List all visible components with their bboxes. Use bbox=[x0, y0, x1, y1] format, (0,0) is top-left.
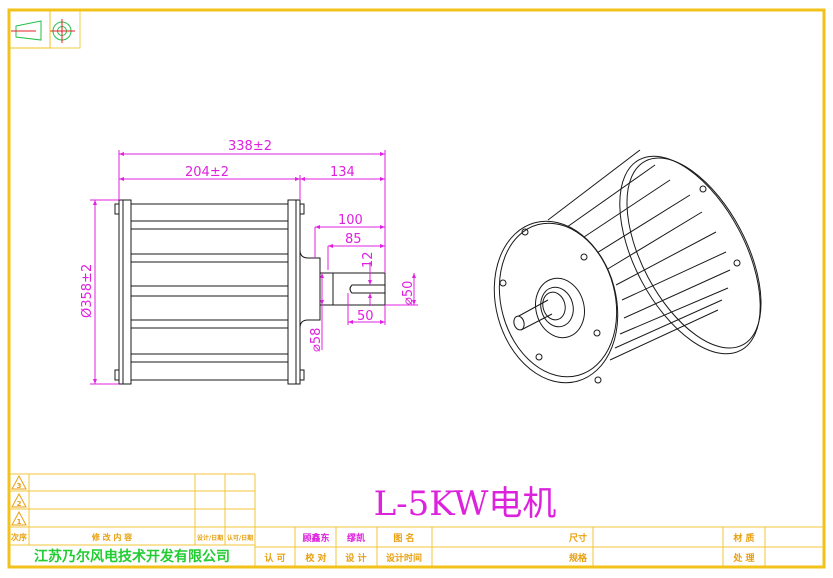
designer-name: 缪凯 bbox=[347, 532, 365, 544]
spec-label: 规格 bbox=[569, 552, 588, 564]
first-angle-projection-symbol bbox=[8, 9, 81, 49]
treatment-label: 处 理 bbox=[732, 552, 754, 564]
side-view bbox=[114, 199, 386, 385]
dim-body-length: 204±2 bbox=[185, 165, 229, 180]
drawing-name-label: 图 名 bbox=[393, 532, 414, 544]
dim-shaft-diameter: ⌀50 bbox=[401, 281, 416, 305]
revision-triangle-icon bbox=[11, 510, 27, 526]
approve-label: 认 可 bbox=[264, 552, 285, 564]
revision-mark-2: 2 bbox=[17, 500, 22, 508]
checker-name: 顾鑫东 bbox=[302, 532, 329, 544]
size-label: 尺寸 bbox=[569, 532, 587, 544]
dim-shaft-extension: 134 bbox=[330, 165, 355, 180]
company-name: 江苏乃尔风电技术开发有限公司 bbox=[34, 548, 230, 565]
dim-shaft-100: 100 bbox=[338, 213, 363, 228]
revision-triangle-icon bbox=[11, 492, 27, 508]
dim-shaft-85: 85 bbox=[345, 232, 362, 247]
design-time-label: 设计时间 bbox=[386, 552, 422, 564]
revision-triangle-icon bbox=[11, 474, 27, 490]
revision-markers bbox=[11, 474, 27, 526]
header-seq: 次序 bbox=[11, 532, 27, 542]
revision-mark-3: 3 bbox=[17, 482, 22, 490]
dim-overall-length: 338±2 bbox=[228, 139, 272, 154]
drawing-title: L-5KW电机 bbox=[374, 484, 557, 524]
header-design-date: 设计/日期 bbox=[197, 534, 223, 542]
dim-key-width: 12 bbox=[361, 251, 376, 268]
title-block-grid bbox=[9, 473, 824, 569]
isometric-view bbox=[493, 149, 762, 384]
header-content: 修 改 内 容 bbox=[91, 532, 132, 542]
check-label: 校 对 bbox=[305, 552, 326, 564]
dim-key-length: 50 bbox=[357, 309, 374, 324]
dim-outer-diameter: Ø358±2 bbox=[80, 264, 95, 318]
material-label: 材 质 bbox=[732, 532, 754, 544]
revision-mark-1: 1 bbox=[17, 518, 22, 526]
header-approve-date: 认可/日期 bbox=[227, 534, 253, 542]
dim-hub-diameter: ⌀58 bbox=[309, 328, 324, 352]
dimension-lines bbox=[90, 150, 418, 385]
dimension-labels: 338±2 204±2 134 100 85 12 ⌀50 50 ⌀58 Ø35… bbox=[80, 139, 416, 352]
design-label: 设 计 bbox=[345, 552, 366, 564]
